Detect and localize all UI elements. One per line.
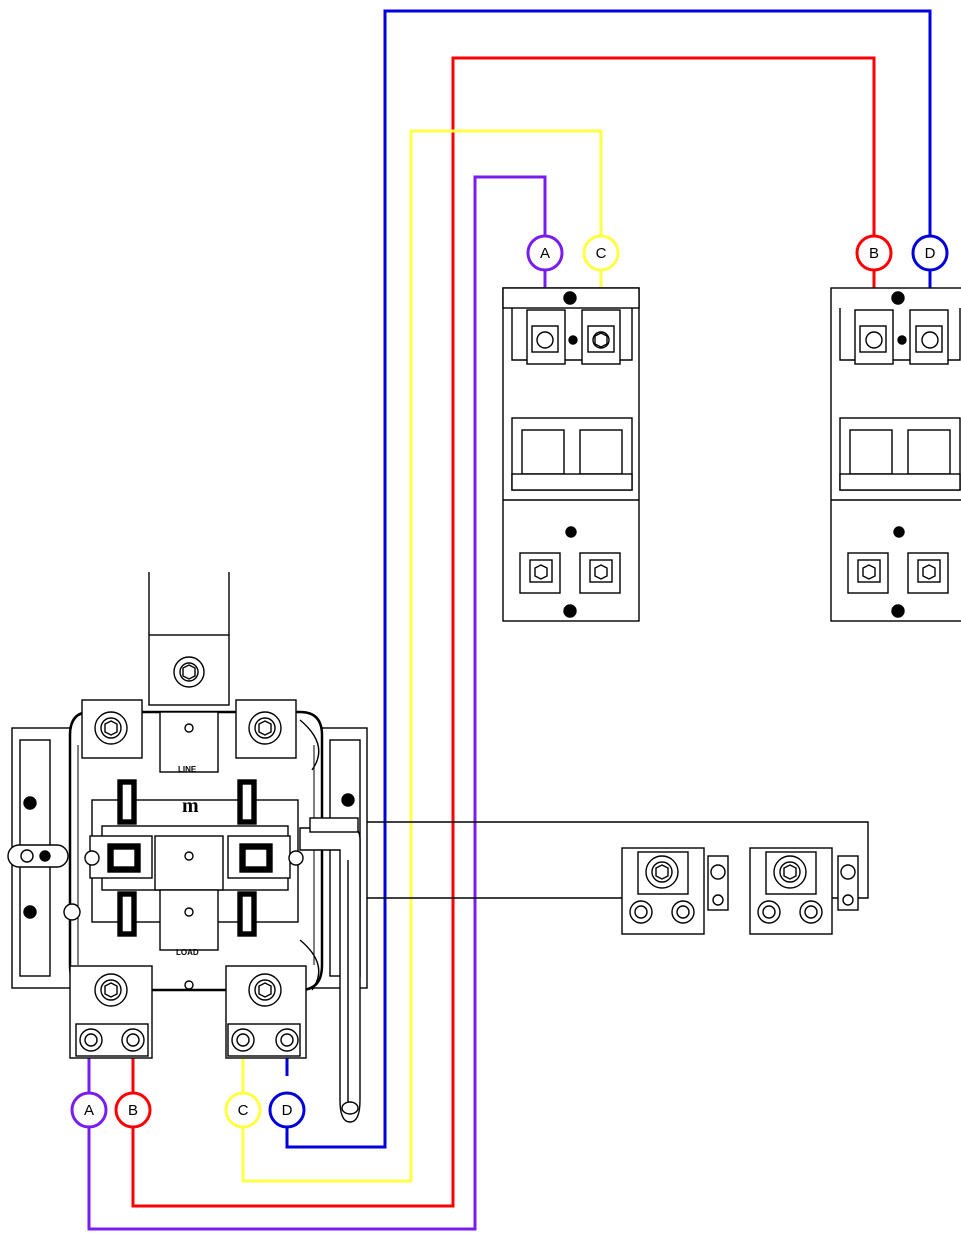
- svg-text:A: A: [84, 1102, 94, 1119]
- svg-text:C: C: [238, 1102, 249, 1119]
- svg-text:D: D: [282, 1102, 293, 1119]
- breaker-2: [830, 287, 961, 622]
- screw-icon: [23, 796, 37, 810]
- line-label: LINE: [178, 765, 197, 774]
- screw-icon: [893, 526, 905, 538]
- svg-text:A: A: [540, 245, 550, 262]
- screw-icon: [891, 604, 905, 618]
- svg-text:B: B: [869, 245, 879, 262]
- wire-c: [241, 129, 603, 1183]
- screw-icon: [565, 526, 577, 538]
- wire-b: [131, 56, 876, 1208]
- svg-text:D: D: [925, 245, 936, 262]
- label-d-bottom: D: [268, 1091, 306, 1129]
- svg-text:B: B: [128, 1102, 138, 1119]
- screw-icon: [563, 291, 577, 305]
- label-c-top: C: [582, 234, 620, 272]
- breaker-1: [502, 287, 640, 622]
- wire-a: [87, 175, 547, 1231]
- neutral-bar: [621, 847, 859, 935]
- screw-icon: [891, 291, 905, 305]
- wire-d: [285, 9, 932, 1149]
- wires: [87, 9, 932, 1231]
- screw-icon: [23, 905, 37, 919]
- svg-text:C: C: [596, 245, 607, 262]
- meter-base-labels: LINE LOAD m: [176, 765, 199, 957]
- meter-base: [7, 572, 368, 1123]
- label-a-top: A: [526, 234, 564, 272]
- label-b-top: B: [855, 234, 893, 272]
- load-label: LOAD: [176, 948, 199, 957]
- label-d-top: D: [911, 234, 949, 272]
- screw-icon: [341, 793, 355, 807]
- terminal-labels: A C B D A B C D: [70, 234, 949, 1129]
- label-b-bottom: B: [114, 1091, 152, 1129]
- label-a-bottom: A: [70, 1091, 108, 1129]
- screw-icon: [563, 604, 577, 618]
- logo-label: m: [182, 795, 199, 817]
- label-c-bottom: C: [224, 1091, 262, 1129]
